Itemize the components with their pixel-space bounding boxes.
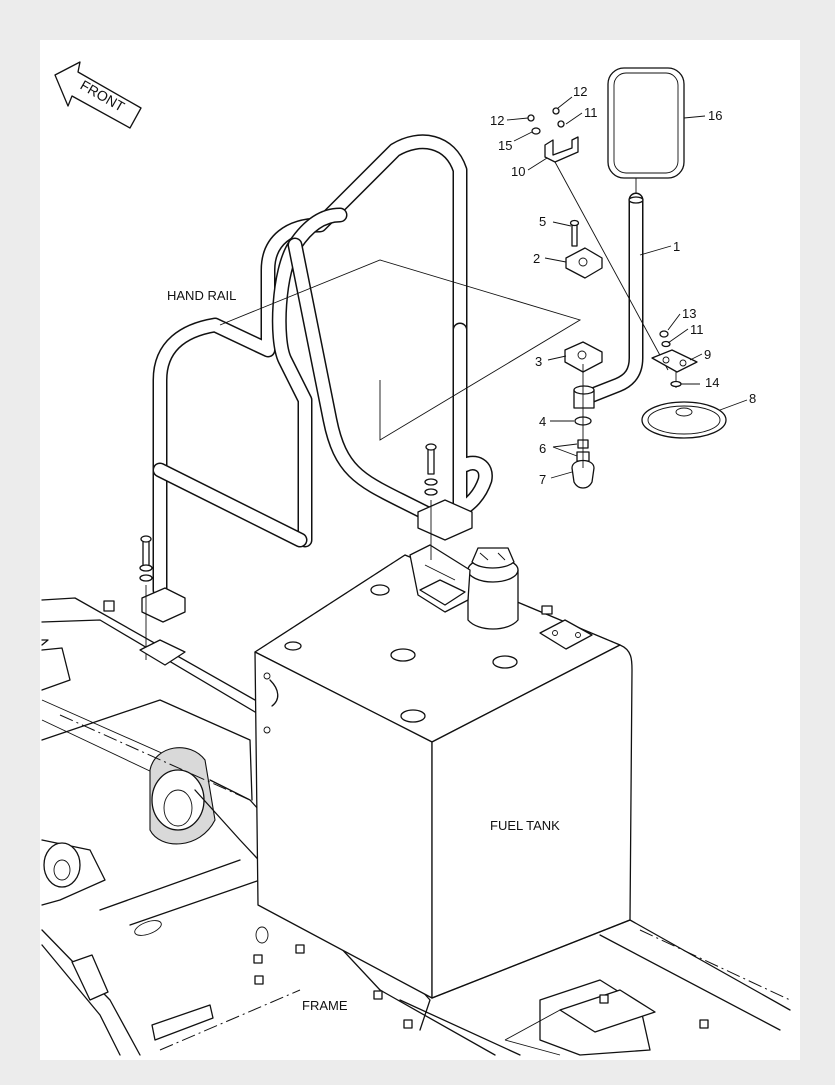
callout-7: 7	[539, 472, 546, 487]
callout-numbers: 1 2 3 4 5 6 7 8 9 10 11 11 12 12 13 14 1…	[490, 84, 756, 487]
hand-rail: HAND RAIL	[139, 134, 582, 666]
fuel-tank-label: FUEL TANK	[490, 818, 560, 833]
leader-lines	[506, 96, 748, 479]
callout-2: 2	[533, 251, 540, 266]
callout-14: 14	[705, 375, 719, 390]
callout-16: 16	[708, 108, 722, 123]
hand-rail-label: HAND RAIL	[167, 288, 236, 303]
callout-6: 6	[539, 441, 546, 456]
callout-3: 3	[535, 354, 542, 369]
callout-4: 4	[539, 414, 546, 429]
callout-9: 9	[704, 347, 711, 362]
callout-11-upper: 11	[584, 105, 598, 120]
callout-5: 5	[539, 214, 546, 229]
callout-8: 8	[749, 391, 756, 406]
callout-1: 1	[673, 239, 680, 254]
mirror-assembly	[527, 67, 727, 489]
mirror-head	[607, 67, 685, 179]
callout-12-right: 12	[573, 84, 587, 99]
frame-label: FRAME	[302, 998, 348, 1013]
callout-15: 15	[498, 138, 512, 153]
callout-13: 13	[682, 306, 696, 321]
callout-12-left: 12	[490, 113, 504, 128]
callout-11-lower: 11	[690, 322, 704, 337]
callout-10: 10	[511, 164, 525, 179]
frame-right	[373, 919, 791, 1056]
fuel-tank	[254, 544, 633, 999]
